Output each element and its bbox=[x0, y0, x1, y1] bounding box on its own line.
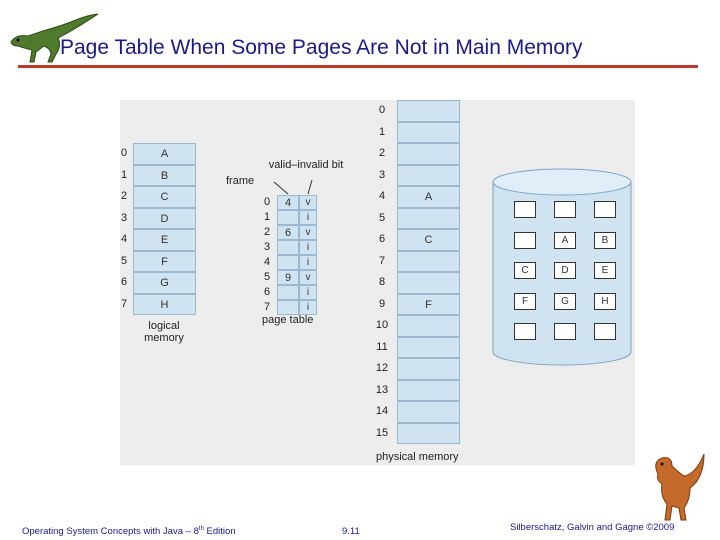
footer-book-title: Operating System Concepts with Java – 8t… bbox=[22, 526, 236, 537]
page-table-index: 0 bbox=[262, 196, 272, 208]
physical-frame-cell: A bbox=[397, 186, 460, 208]
frame-index: 8 bbox=[372, 276, 392, 288]
page-table-frame bbox=[277, 210, 299, 225]
disk-page-cell bbox=[594, 323, 616, 340]
page-table-index: 7 bbox=[262, 301, 272, 313]
logical-page-cell: G bbox=[133, 272, 196, 294]
logical-page-cell: E bbox=[133, 229, 196, 251]
physical-frame-cell bbox=[397, 165, 460, 187]
logical-page-cell: F bbox=[133, 251, 196, 273]
page-table-valid-bit: i bbox=[299, 255, 317, 270]
page-table-frame bbox=[277, 240, 299, 255]
frame-index: 4 bbox=[372, 190, 392, 202]
footer-page-number: 9.11 bbox=[342, 526, 360, 537]
physical-frame-cell bbox=[397, 122, 460, 144]
logical-memory-label: logical memory bbox=[138, 320, 190, 344]
page-table-valid-bit: v bbox=[299, 195, 317, 210]
disk-page-cell: G bbox=[554, 293, 576, 310]
page-table-valid-bit: v bbox=[299, 225, 317, 240]
page-table-frame bbox=[277, 255, 299, 270]
logical-page-cell: B bbox=[133, 165, 196, 187]
logical-page-index: 1 bbox=[119, 169, 129, 181]
page-table-valid-bit: i bbox=[299, 210, 317, 225]
slide-title: Page Table When Some Pages Are Not in Ma… bbox=[60, 36, 710, 60]
disk-page-cell bbox=[594, 201, 616, 218]
physical-frame-cell: F bbox=[397, 294, 460, 316]
page-table-frame bbox=[277, 300, 299, 315]
logical-page-cell: C bbox=[133, 186, 196, 208]
physical-frame-cell bbox=[397, 251, 460, 273]
physical-frame-cell bbox=[397, 208, 460, 230]
disk-page-cell: B bbox=[594, 232, 616, 249]
physical-frame-cell bbox=[397, 423, 460, 445]
frame-index: 5 bbox=[372, 212, 392, 224]
frame-label: frame bbox=[226, 175, 254, 187]
frame-index: 7 bbox=[372, 255, 392, 267]
physical-frame-cell bbox=[397, 401, 460, 423]
physical-frame-cell bbox=[397, 337, 460, 359]
frame-index: 0 bbox=[372, 104, 392, 116]
frame-index: 11 bbox=[372, 341, 392, 353]
footer-copyright: Silberschatz, Galvin and Gagne ©2009 bbox=[510, 522, 674, 533]
frame-index: 14 bbox=[372, 405, 392, 417]
frame-index: 3 bbox=[372, 169, 392, 181]
disk-page-cell: H bbox=[594, 293, 616, 310]
logical-page-index: 3 bbox=[119, 212, 129, 224]
frame-index: 1 bbox=[372, 126, 392, 138]
logical-page-index: 5 bbox=[119, 255, 129, 267]
page-table-index: 3 bbox=[262, 241, 272, 253]
frame-index: 2 bbox=[372, 147, 392, 159]
logical-page-cell: A bbox=[133, 143, 196, 165]
page-table-label: page table bbox=[262, 314, 313, 326]
frame-index: 10 bbox=[372, 319, 392, 331]
page-table-valid-bit: i bbox=[299, 240, 317, 255]
physical-memory-label: physical memory bbox=[376, 451, 459, 463]
disk-page-cell: E bbox=[594, 262, 616, 279]
page-table-index: 4 bbox=[262, 256, 272, 268]
disk-page-cell: F bbox=[514, 293, 536, 310]
frame-index: 13 bbox=[372, 384, 392, 396]
page-table-index: 2 bbox=[262, 226, 272, 238]
page-table-frame bbox=[277, 285, 299, 300]
page-table-index: 6 bbox=[262, 286, 272, 298]
frame-index: 12 bbox=[372, 362, 392, 374]
physical-frame-cell bbox=[397, 272, 460, 294]
disk-page-cell bbox=[514, 232, 536, 249]
disk-page-cell: D bbox=[554, 262, 576, 279]
frame-index: 15 bbox=[372, 427, 392, 439]
disk-page-cell bbox=[554, 323, 576, 340]
disk-page-cell bbox=[514, 323, 536, 340]
physical-frame-cell bbox=[397, 315, 460, 337]
page-table-valid-bit: v bbox=[299, 270, 317, 285]
page-table-valid-bit: i bbox=[299, 300, 317, 315]
physical-frame-cell bbox=[397, 358, 460, 380]
logical-page-index: 6 bbox=[119, 276, 129, 288]
logical-page-cell: D bbox=[133, 208, 196, 230]
page-table-frame: 6 bbox=[277, 225, 299, 240]
logical-page-cell: H bbox=[133, 294, 196, 316]
physical-frame-cell bbox=[397, 143, 460, 165]
logical-page-index: 0 bbox=[119, 147, 129, 159]
disk-page-cell bbox=[514, 201, 536, 218]
logical-page-index: 4 bbox=[119, 233, 129, 245]
disk-page-cell bbox=[554, 201, 576, 218]
frame-index: 9 bbox=[372, 298, 392, 310]
physical-frame-cell bbox=[397, 380, 460, 402]
frame-index: 6 bbox=[372, 233, 392, 245]
physical-frame-cell: C bbox=[397, 229, 460, 251]
dinosaur-logo-icon bbox=[638, 444, 708, 524]
disk-page-cell: C bbox=[514, 262, 536, 279]
page-table-index: 5 bbox=[262, 271, 272, 283]
page-table-index: 1 bbox=[262, 211, 272, 223]
page-table-frame: 4 bbox=[277, 195, 299, 210]
physical-frame-cell bbox=[397, 100, 460, 122]
logical-page-index: 2 bbox=[119, 190, 129, 202]
page-table-valid-bit: i bbox=[299, 285, 317, 300]
disk-page-cell: A bbox=[554, 232, 576, 249]
logical-page-index: 7 bbox=[119, 298, 129, 310]
page-table-frame: 9 bbox=[277, 270, 299, 285]
title-underline bbox=[18, 65, 698, 68]
